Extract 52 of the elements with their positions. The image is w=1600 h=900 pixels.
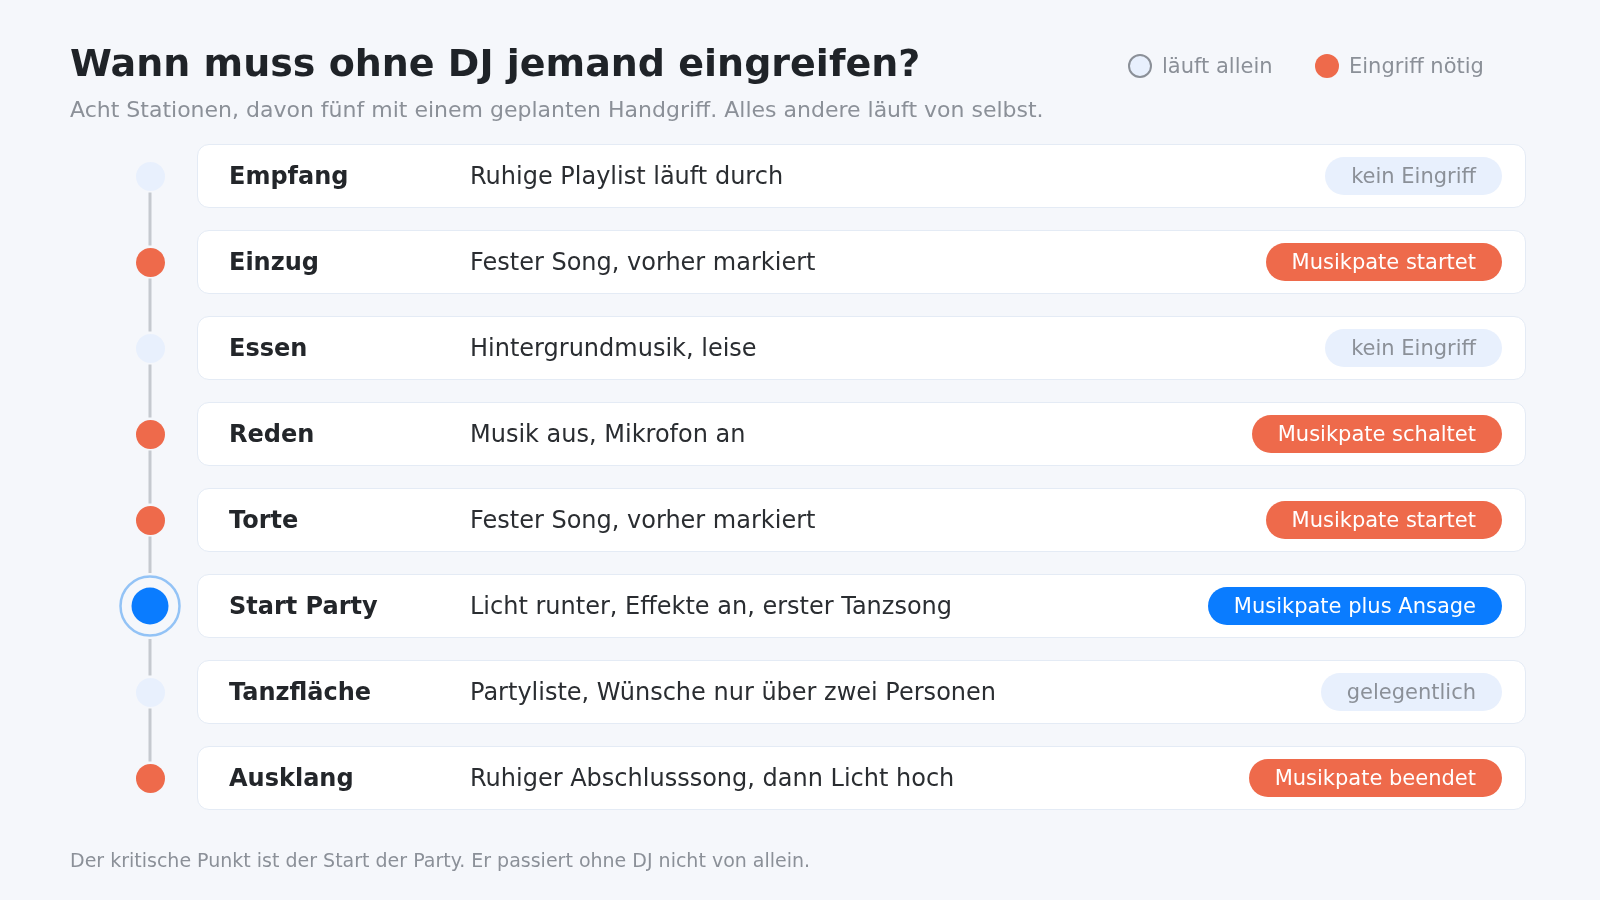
status-badge: kein Eingriff <box>1325 329 1502 367</box>
status-badge: kein Eingriff <box>1325 157 1502 195</box>
status-dot-icon <box>135 333 165 363</box>
stage-description: Ruhiger Abschlusssong, dann Licht hoch <box>470 763 955 793</box>
stage-name: Reden <box>229 419 315 449</box>
stage-name: Empfang <box>229 161 349 191</box>
stage-name: Einzug <box>229 247 319 277</box>
stage-description: Ruhige Playlist läuft durch <box>470 161 784 191</box>
stage-description: Fester Song, vorher markiert <box>470 247 816 277</box>
timeline-row-card <box>197 230 1526 294</box>
timeline-row-card <box>197 488 1526 552</box>
stage-name: Ausklang <box>229 763 354 793</box>
ringed-dot-icon <box>119 575 181 637</box>
stage-description: Fester Song, vorher markiert <box>470 505 816 535</box>
connector-line <box>148 708 152 762</box>
stage-description: Licht runter, Effekte an, erster Tanzsong <box>470 591 953 621</box>
status-badge: Musikpate schaltet <box>1251 415 1502 453</box>
status-dot-icon <box>135 505 165 535</box>
stage-description: Musik aus, Mikrofon an <box>470 419 746 449</box>
footnote: Der kritische Punkt ist der Start der Party. Er passiert ohne DJ nicht von allein. <box>70 848 811 872</box>
stage-description: Partyliste, Wünsche nur über zwei Personen <box>470 677 996 707</box>
timeline-row-card <box>197 574 1526 638</box>
connector-line <box>148 364 152 418</box>
status-badge: Musikpate startet <box>1265 243 1502 281</box>
timeline-row-card <box>197 402 1526 466</box>
status-dot-icon <box>135 247 165 277</box>
stage-name: Torte <box>229 505 299 535</box>
legend-label: läuft allein <box>1162 53 1273 79</box>
timeline-row-card <box>197 746 1526 810</box>
legend-label: Eingriff nötig <box>1349 53 1484 79</box>
timeline-row-card <box>197 144 1526 208</box>
stage-name: Tanzfläche <box>229 677 372 707</box>
connector-line <box>148 192 152 246</box>
title: Wann muss ohne DJ jemand eingreifen? <box>70 40 921 86</box>
status-badge: gelegentlich <box>1320 673 1502 711</box>
stage-name: Essen <box>229 333 308 363</box>
connector-line <box>148 450 152 504</box>
connector-line <box>148 639 152 676</box>
status-badge: Musikpate startet <box>1265 501 1502 539</box>
connector-line <box>148 278 152 332</box>
timeline-row-card <box>197 316 1526 380</box>
status-dot-icon <box>135 763 165 793</box>
subtitle: Acht Stationen, davon fünf mit einem geplanten Handgriff. Alles andere läuft von selbst. <box>70 96 1044 123</box>
timeline-row-card <box>197 660 1526 724</box>
status-badge: Musikpate plus Ansage <box>1207 587 1502 625</box>
status-dot-icon <box>135 677 165 707</box>
connector-line <box>148 536 152 573</box>
status-dot-icon <box>135 419 165 449</box>
status-badge: Musikpate beendet <box>1248 759 1502 797</box>
stage-name: Start Party <box>229 591 378 621</box>
stage-description: Hintergrundmusik, leise <box>470 333 757 363</box>
status-dot-icon <box>135 161 165 191</box>
